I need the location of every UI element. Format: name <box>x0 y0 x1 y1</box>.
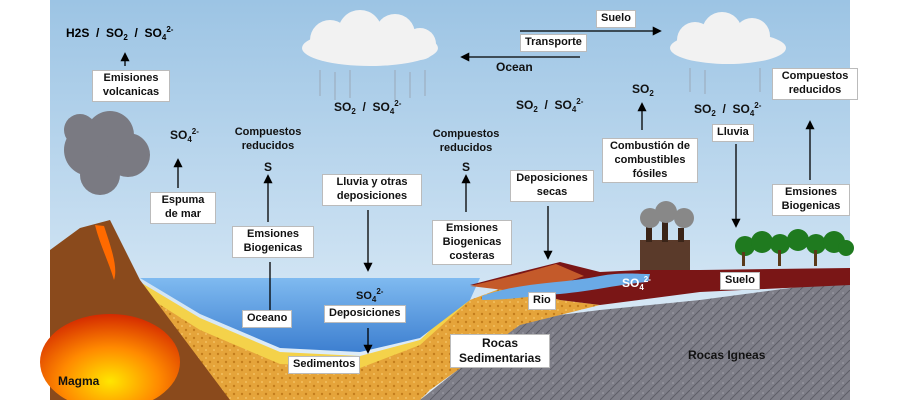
comb-so2-sub: 2 <box>649 89 654 98</box>
label-compuestos-reducidos-coastal: Compuestos reducidos <box>432 128 500 154</box>
right-so2-sub: 2 <box>711 109 716 118</box>
label-so4-deposition: SO42- <box>356 287 384 304</box>
dry-so4-sup: 2- <box>576 97 584 106</box>
forest <box>735 229 854 266</box>
right-so2: SO <box>694 102 712 116</box>
right-so4-sup: 2- <box>754 101 762 110</box>
right-so4: SO <box>732 102 750 116</box>
label-emsiones-biogenicas-costeras: Emsiones Biogenicas costeras <box>432 220 512 266</box>
soil-so4-sup: 2- <box>643 275 651 284</box>
label-so4-soil: SO42- <box>622 275 651 292</box>
soil-so4: SO <box>622 276 640 290</box>
so4-label: SO <box>144 26 162 40</box>
label-rocas-igneas: Rocas Igneas <box>688 348 766 362</box>
label-deposiciones: Deposiciones <box>324 305 406 323</box>
ocean <box>140 278 480 352</box>
rain-so4-sub: 4 <box>389 107 395 116</box>
label-suelo-top: Suelo <box>596 10 636 28</box>
soil-so4-sub: 4 <box>639 283 644 292</box>
comb-so2: SO <box>632 82 650 96</box>
label-suelo-bottom: Suelo <box>720 272 760 290</box>
rain-so4: SO <box>372 100 390 114</box>
dry-so4: SO <box>554 98 572 112</box>
rain-right <box>689 68 761 94</box>
h2s-label: H2S <box>66 26 90 40</box>
label-so2-so4-right: SO2 / SO42- <box>694 101 762 118</box>
right-slash: / <box>722 102 726 116</box>
label-h2s-so2-so4: H2S / SO2 / SO42- <box>66 25 174 42</box>
slash-1: / <box>96 26 100 40</box>
label-s-ocean: S <box>264 160 273 174</box>
label-emsiones-biogenicas-right: Emsiones Biogenicas <box>772 184 850 216</box>
so4-sea-sub: 4 <box>187 135 192 144</box>
so4-sea-text: SO <box>170 128 188 142</box>
label-s-coastal: S <box>462 160 471 174</box>
label-combustion: Combustión de combustibles fósiles <box>602 138 698 184</box>
dry-slash: / <box>544 98 548 112</box>
dry-so2: SO <box>516 98 534 112</box>
so2-label: SO <box>106 26 124 40</box>
rain-so2: SO <box>334 100 352 114</box>
so4-sea-sup: 2- <box>191 127 199 136</box>
rain-so4-sup: 2- <box>394 99 402 108</box>
label-compuestos-reducidos-right: Compuestos reducidos <box>772 68 858 100</box>
so4-sup: 2- <box>166 25 174 34</box>
label-rio: Rio <box>528 292 556 310</box>
cloud-right <box>670 12 786 64</box>
label-lluvia-otras-deposiciones: Lluvia y otras deposiciones <box>322 174 422 206</box>
label-transporte: Transporte <box>520 34 587 52</box>
label-emsiones-biogenicas-ocean: Emsiones Biogenicas <box>232 226 314 258</box>
sediment-layer <box>140 282 470 368</box>
right-so4-sub: 4 <box>749 109 755 118</box>
label-magma: Magma <box>58 374 100 388</box>
label-compuestos-reducidos-ocean: Compuestos reducidos <box>234 126 302 152</box>
label-so4-sea: SO42- <box>170 127 199 144</box>
label-espuma-de-mar: Espuma de mar <box>150 192 216 224</box>
label-rocas-sedimentarias: Rocas Sedimentarias <box>450 334 550 368</box>
cloud-left <box>302 10 438 66</box>
label-so2-so4-rain: SO2 / SO42- <box>334 99 402 116</box>
label-emisiones-volcanicas: Emisiones volcanicas <box>92 70 170 102</box>
lava <box>95 225 116 280</box>
rain-slash: / <box>362 100 366 114</box>
rain-left <box>319 70 426 100</box>
dep-so4-sup: 2- <box>376 287 384 296</box>
factory <box>640 201 694 270</box>
magma-chamber <box>40 314 180 400</box>
dep-so4-sub: 4 <box>371 295 377 304</box>
igneous-rock <box>420 280 850 400</box>
arrows <box>120 26 815 354</box>
label-lluvia: Lluvia <box>712 124 754 142</box>
label-sedimentos: Sedimentos <box>288 356 361 374</box>
label-deposiciones-secas: Deposiciones secas <box>510 170 594 202</box>
dry-so4-sub: 4 <box>571 105 577 114</box>
label-ocean: Ocean <box>496 60 533 74</box>
label-so2-so4-dry: SO2 / SO42- <box>516 97 584 114</box>
label-so2-combustion: SO2 <box>632 82 654 98</box>
rain-so2-sub: 2 <box>351 107 356 116</box>
volcanic-smoke <box>64 111 150 195</box>
slash-2: / <box>134 26 138 40</box>
label-oceano: Oceano <box>242 310 293 328</box>
so4-sub: 4 <box>161 33 167 42</box>
so2-sub: 2 <box>123 33 128 42</box>
dry-so2-sub: 2 <box>533 105 538 114</box>
river <box>482 273 650 300</box>
dep-so4: SO <box>356 290 372 302</box>
